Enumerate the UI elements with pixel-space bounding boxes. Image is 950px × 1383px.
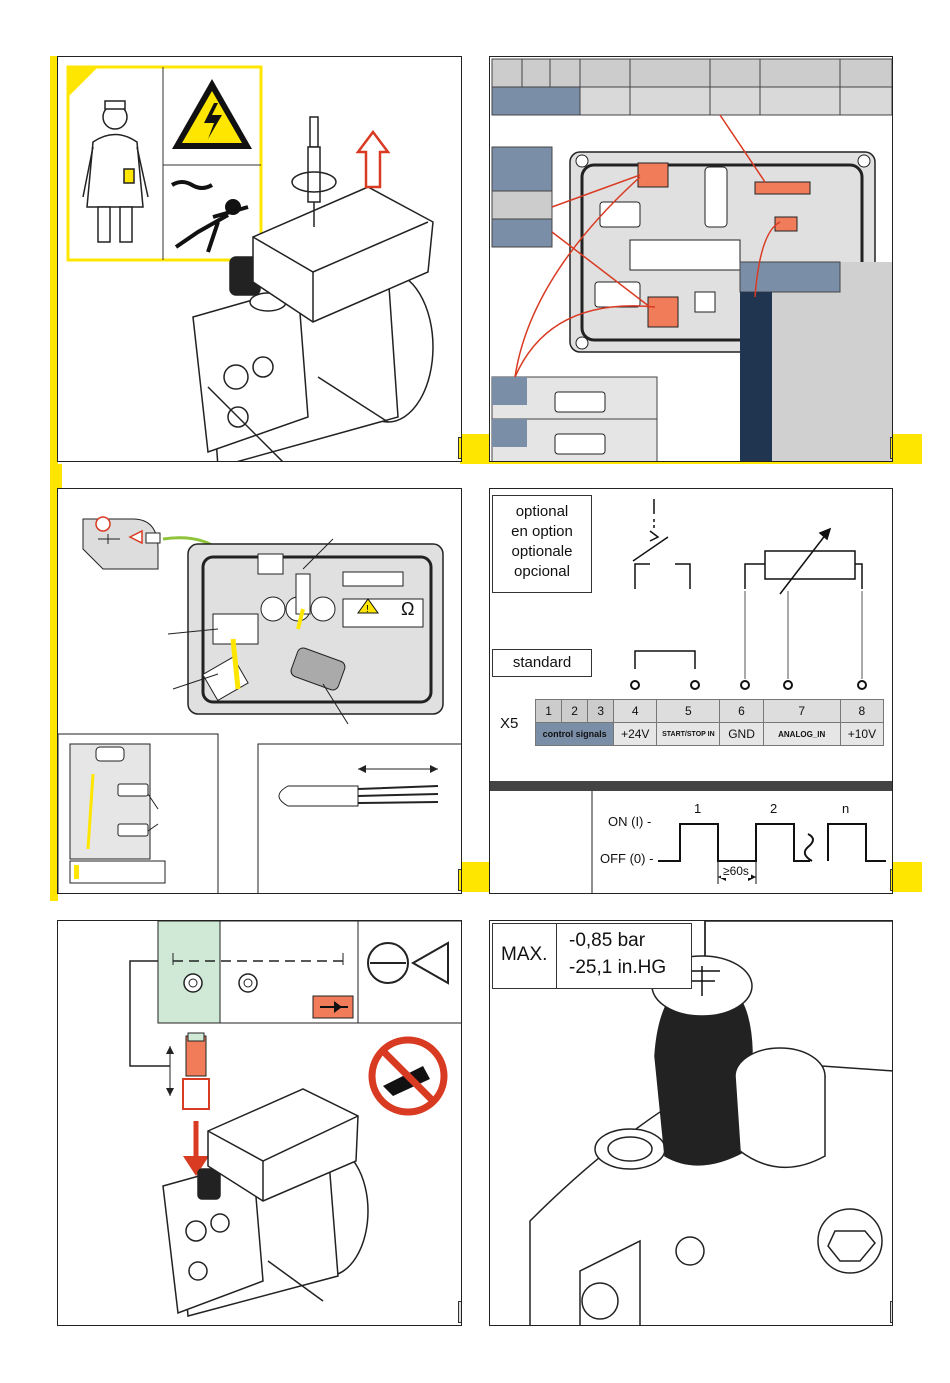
- pin-label-analog-in: ANALOG_IN: [763, 723, 840, 746]
- step-marker-square: [890, 1301, 893, 1323]
- step-marker-square: [458, 437, 462, 459]
- timing-cycle-2: 2: [770, 801, 777, 816]
- svg-text:!: !: [366, 604, 369, 615]
- pin-label-start-stop: START/STOP IN: [657, 723, 720, 746]
- panel1-illustration: [58, 57, 462, 462]
- pin-3: 3: [588, 700, 614, 723]
- connector-label: X5: [500, 715, 518, 732]
- timing-off-label: OFF (0) -: [600, 851, 653, 866]
- pin-1: 1: [536, 700, 562, 723]
- pin-label-10v: +10V: [840, 723, 883, 746]
- panel5-illustration: [58, 921, 462, 1326]
- timing-cycle-n: n: [842, 801, 849, 816]
- pressure-bar-value: -0,85 bar: [569, 930, 645, 952]
- pressure-inhg-value: -25,1 in.HG: [569, 957, 666, 979]
- pin-7: 7: [763, 700, 840, 723]
- step-marker-square: [890, 869, 893, 891]
- step-marker-square: [458, 869, 462, 891]
- panel3-illustration: !: [58, 489, 462, 894]
- x5-pin-table: 1 2 3 4 5 6 7 8 control signals +24V STA…: [535, 699, 884, 746]
- timing-cycle-1: 1: [694, 801, 701, 816]
- pin-2: 2: [562, 700, 588, 723]
- pin-label-24v: +24V: [614, 723, 657, 746]
- pin-6: 6: [720, 700, 763, 723]
- pin-8: 8: [840, 700, 883, 723]
- panel-safety-cover-removal: [57, 56, 462, 462]
- pin-4: 4: [614, 700, 657, 723]
- panel-control-signals: optional en option optionale opcional st…: [489, 488, 893, 894]
- panel4-schematic: [490, 489, 893, 894]
- no-lubricant-icon: [372, 1040, 444, 1112]
- omega-symbol: Ω: [401, 599, 414, 620]
- timing-on-label: ON (I) -: [608, 814, 651, 829]
- timing-min-interval: ≥60s: [721, 864, 751, 878]
- panel-vacuum-connection: [57, 920, 462, 1326]
- pin-label-gnd: GND: [720, 723, 763, 746]
- panel-grounding-wiring: ! Ω: [57, 488, 462, 894]
- max-label: MAX.: [501, 944, 547, 966]
- step-marker-square: [458, 1301, 462, 1323]
- panel2-illustration: [490, 57, 893, 462]
- pin-5: 5: [657, 700, 720, 723]
- panel-max-vacuum: MAX. -0,85 bar -25,1 in.HG: [489, 920, 893, 1326]
- max-pressure-box: MAX. -0,85 bar -25,1 in.HG: [492, 923, 692, 989]
- panel-terminal-board: [489, 56, 893, 462]
- step-marker-square: [890, 437, 893, 459]
- control-signals-label: control signals: [536, 723, 614, 746]
